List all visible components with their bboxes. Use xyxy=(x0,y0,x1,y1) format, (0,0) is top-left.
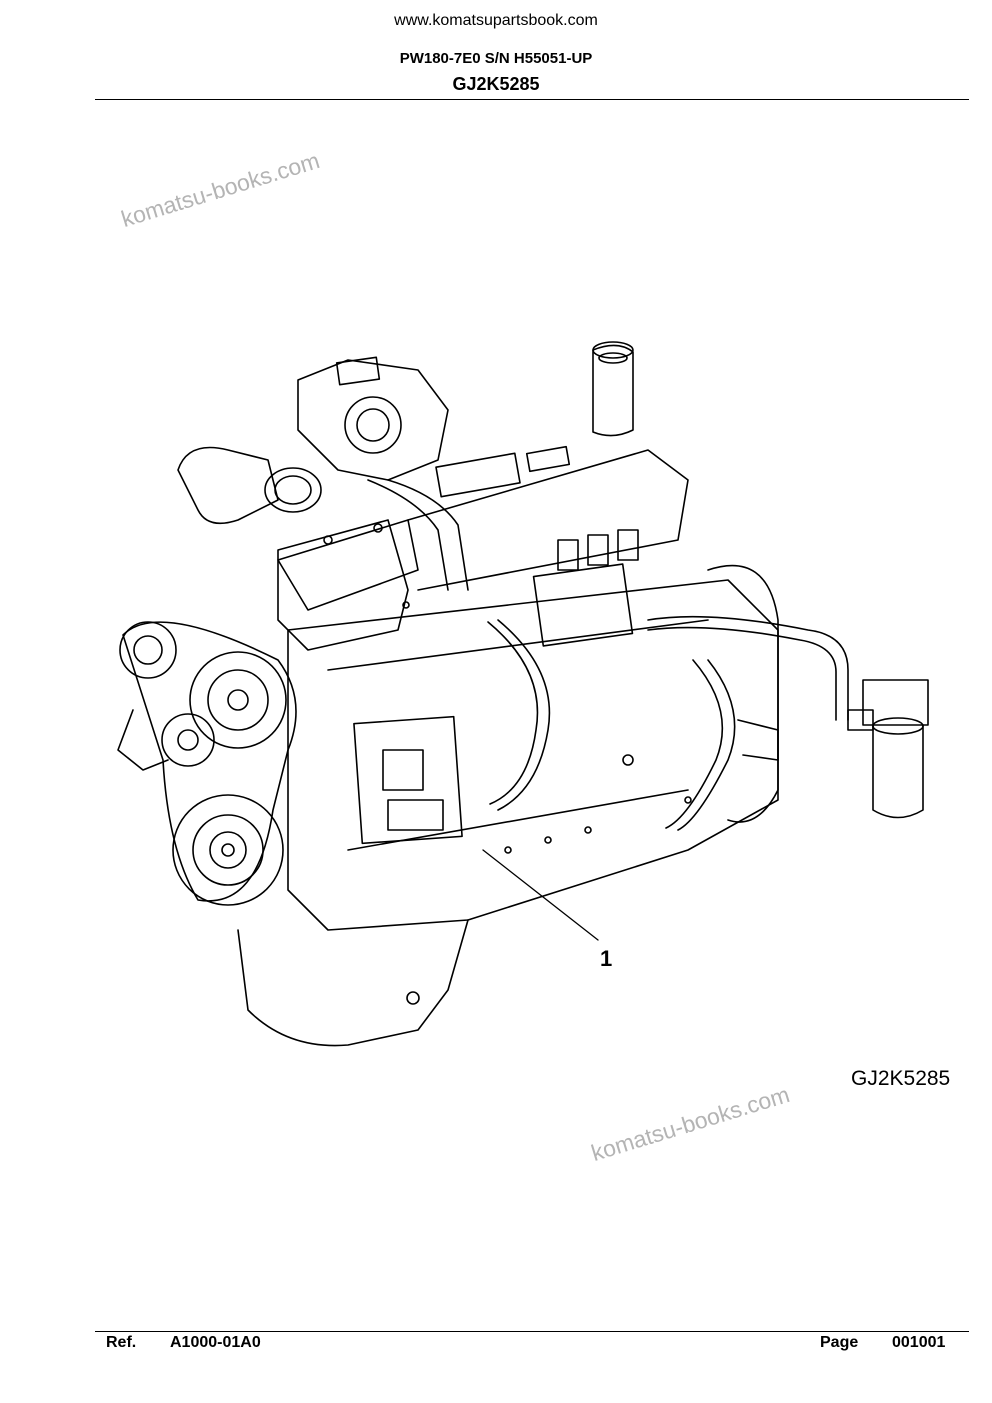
fan-pulley xyxy=(189,651,287,749)
drawing-code: GJ2K5285 xyxy=(851,1067,951,1090)
oil-pan xyxy=(237,919,469,1047)
footer-divider xyxy=(95,1331,969,1332)
page-number: 001001 xyxy=(892,1334,946,1351)
page-label: Page xyxy=(820,1334,859,1351)
turbocharger xyxy=(297,359,449,481)
header-divider xyxy=(95,99,969,100)
exhaust-stack xyxy=(592,344,634,437)
alternator xyxy=(119,621,177,679)
fuel-pump xyxy=(532,563,634,647)
coolant-hose xyxy=(647,615,849,721)
flywheel-housing xyxy=(707,564,779,823)
fuel-filter-canister xyxy=(872,724,924,819)
crank-pulley xyxy=(172,794,284,906)
watermark-bottom: komatsu-books.com xyxy=(588,1081,793,1167)
engine-illustration xyxy=(117,341,929,1047)
ref-label: Ref. xyxy=(106,1334,137,1351)
intake-elbow xyxy=(177,446,279,525)
callout-number: 1 xyxy=(600,946,613,971)
fuel-filter-head xyxy=(862,679,929,726)
ref-value: A1000-01A0 xyxy=(170,1334,261,1351)
watermark-top: komatsu-books.com xyxy=(118,147,323,233)
site-url: www.komatsupartsbook.com xyxy=(394,12,598,29)
document-code: GJ2K5285 xyxy=(452,74,540,94)
callout-leader-1 xyxy=(482,849,599,941)
valve-cover xyxy=(277,519,419,611)
drive-belt xyxy=(122,621,297,902)
engine-block xyxy=(287,579,779,931)
model-serial-line: PW180-7E0 S/N H55051-UP xyxy=(399,50,593,67)
ecu xyxy=(353,715,463,845)
